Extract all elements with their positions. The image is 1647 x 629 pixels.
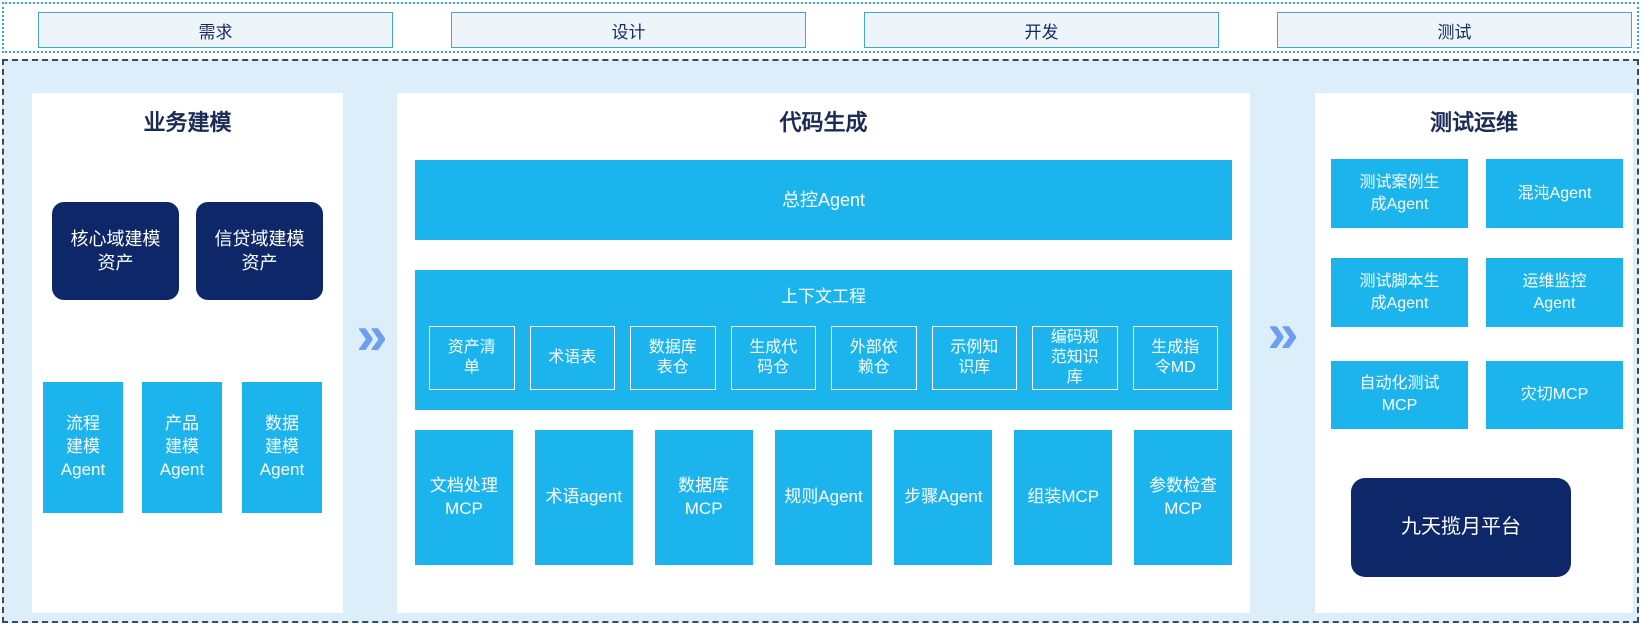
test-case-generation-agent-box: 测试案例生 成Agent xyxy=(1331,159,1468,228)
context-engineering-items: 资产清 单 术语表 数据库 表仓 生成代 码仓 外部依 赖仓 示例知 识库 编码… xyxy=(429,326,1218,390)
process-modeling-agent-box: 流程 建模 Agent xyxy=(43,382,123,513)
jiutian-lanyue-platform-box: 九天揽月平台 xyxy=(1351,478,1571,577)
database-mcp-box: 数据库 MCP xyxy=(654,430,753,565)
disaster-switch-mcp-box: 灾切MCP xyxy=(1486,361,1623,429)
core-domain-modeling-assets-box: 核心域建模 资产 xyxy=(52,202,179,300)
main-container: 业务建模 核心域建模 资产 信贷域建模 资产 流程 建模 Agent 产品 建模… xyxy=(2,59,1639,623)
phase-testing: 测试 xyxy=(1277,12,1632,48)
assembly-mcp-box: 组装MCP xyxy=(1014,430,1113,565)
master-control-agent-bar: 总控Agent xyxy=(415,160,1232,240)
step-agent-box: 步骤Agent xyxy=(894,430,993,565)
database-table-repo-box: 数据库 表仓 xyxy=(630,326,716,390)
context-engineering-panel: 上下文工程 资产清 单 术语表 数据库 表仓 生成代 码仓 外部依 赖仓 示例知… xyxy=(415,270,1232,410)
phase-strip: 需求 设计 开发 测试 xyxy=(2,2,1639,53)
test-ops-row: 自动化测试 MCP 灾切MCP xyxy=(1331,361,1623,429)
example-knowledge-base-box: 示例知 识库 xyxy=(931,326,1017,390)
asset-list-box: 资产清 单 xyxy=(429,326,515,390)
test-ops-row: 测试案例生 成Agent 混沌Agent xyxy=(1331,159,1623,228)
credit-domain-modeling-assets-box: 信贷域建模 资产 xyxy=(196,202,323,300)
parameter-check-mcp-box: 参数检查 MCP xyxy=(1134,430,1233,565)
generated-code-repo-box: 生成代 码仓 xyxy=(730,326,816,390)
test-ops-row: 测试脚本生 成Agent 运维监控 Agent xyxy=(1331,258,1623,327)
panel-test-operations: 测试运维 测试案例生 成Agent 混沌Agent 测试脚本生 成Agent 运… xyxy=(1315,93,1633,613)
phase-design: 设计 xyxy=(451,12,806,48)
chevron-right-icon: » xyxy=(356,303,388,366)
code-generation-title: 代码生成 xyxy=(779,110,868,135)
test-operations-title: 测试运维 xyxy=(1429,110,1518,135)
business-modeling-title: 业务建模 xyxy=(143,110,232,135)
data-modeling-agent-box: 数据 建模 Agent xyxy=(242,382,322,513)
document-processing-mcp-box: 文档处理 MCP xyxy=(415,430,513,565)
terminology-agent-box: 术语agent xyxy=(534,430,633,565)
coding-standards-knowledge-base-box: 编码规 范知识 库 xyxy=(1032,326,1118,390)
code-generation-tools-row: 文档处理 MCP 术语agent 数据库 MCP 规则Agent 步骤Agent… xyxy=(415,430,1233,565)
phase-requirements: 需求 xyxy=(38,12,393,48)
panel-business-modeling: 业务建模 核心域建模 资产 信贷域建模 资产 流程 建模 Agent 产品 建模… xyxy=(32,93,343,613)
test-script-generation-agent-box: 测试脚本生 成Agent xyxy=(1331,258,1468,327)
panel-code-generation: 代码生成 总控Agent 上下文工程 资产清 单 术语表 数据库 表仓 生成代 … xyxy=(397,93,1250,613)
automated-testing-mcp-box: 自动化测试 MCP xyxy=(1331,361,1468,429)
product-modeling-agent-box: 产品 建模 Agent xyxy=(142,382,222,513)
external-dependency-repo-box: 外部依 赖仓 xyxy=(831,326,917,390)
generation-instruction-md-box: 生成指 令MD xyxy=(1132,326,1218,390)
chevron-right-icon: » xyxy=(1267,301,1299,364)
rules-agent-box: 规则Agent xyxy=(774,430,873,565)
glossary-box: 术语表 xyxy=(529,326,615,390)
phase-development: 开发 xyxy=(864,12,1219,48)
chaos-agent-box: 混沌Agent xyxy=(1486,159,1623,228)
context-engineering-title: 上下文工程 xyxy=(781,287,866,306)
ops-monitoring-agent-box: 运维监控 Agent xyxy=(1486,258,1623,327)
